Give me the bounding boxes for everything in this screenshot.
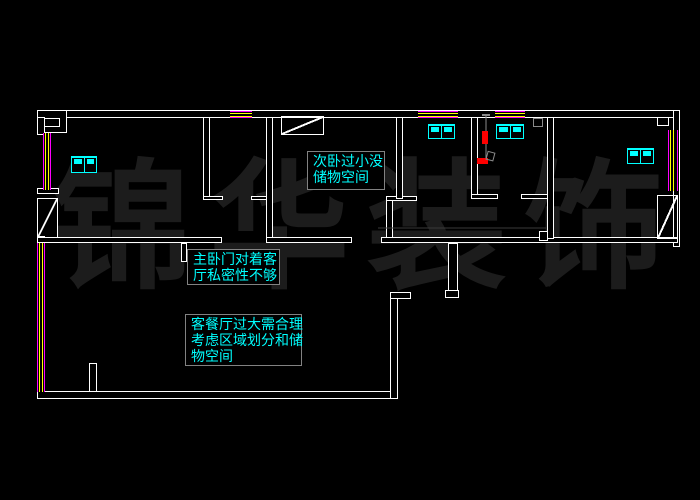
radiator-icon-bedroom2 <box>428 124 455 139</box>
wall-masterbr-stub <box>181 243 187 262</box>
watermark-char: 锦 <box>52 146 193 310</box>
column-gray-detail <box>533 118 543 127</box>
radiator-icon-masterbr <box>71 156 97 173</box>
wall-rightroom-left <box>547 117 554 239</box>
wall-masterbr-right-cap <box>203 196 223 200</box>
annotation-living-dining[interactable]: 客餐厅过大需合理 考虑区域划分和储 物空间 <box>185 314 303 366</box>
wall-jog-vertical <box>386 200 393 238</box>
shaft-symbol-top <box>281 116 324 135</box>
electric-outlet-icon <box>477 158 488 164</box>
wall-corridor <box>381 237 678 243</box>
annotation-line: 储物空间 <box>313 170 369 186</box>
annotation-line: 次卧过小没 <box>313 154 383 170</box>
annotation-line: 物空间 <box>191 349 233 365</box>
window-symbol-masterbr <box>43 133 51 190</box>
radiator-icon-rightroom <box>627 148 654 164</box>
wall-left-upper <box>37 117 45 135</box>
annotation-line: 主卧门对着客 <box>193 252 277 268</box>
wall-corridor-top-seg1 <box>471 194 498 199</box>
annotation-line: 考虑区域划分和储 <box>191 333 303 349</box>
radiator-icon-bedroom3 <box>496 124 524 139</box>
wall-niche-cap <box>251 196 267 200</box>
wall-midroom-bottom <box>266 237 352 243</box>
wall-masterbr-bottom <box>37 237 222 243</box>
annotation-secondary-bedroom[interactable]: 次卧过小没 储物空间 <box>307 151 385 190</box>
window-symbol-rightroom <box>668 130 678 191</box>
wall-midroom-right <box>396 117 403 199</box>
window-symbol-livingroom <box>37 243 45 392</box>
annotation-line: 客餐厅过大需合理 <box>191 317 303 333</box>
wall-entry-stub-cap <box>445 290 459 298</box>
wall-livingroom-right-cap <box>390 292 411 299</box>
window-symbol-bedroom2 <box>418 111 458 118</box>
shaft-symbol-right <box>657 195 678 239</box>
shaft-symbol-left <box>37 198 58 238</box>
wall-right-corner-inner-detail <box>657 117 669 126</box>
window-symbol-niche <box>230 111 252 118</box>
electric-outlet-icon <box>482 131 488 144</box>
window-symbol-bedroom3 <box>495 111 525 118</box>
wall-square-detail <box>539 231 548 241</box>
wall-pillar-stub <box>89 363 97 392</box>
annotation-master-bedroom[interactable]: 主卧门对着客 厅私密性不够 <box>187 249 280 285</box>
annotation-line: 厅私密性不够 <box>193 268 277 284</box>
electric-switch-icon <box>485 150 496 162</box>
